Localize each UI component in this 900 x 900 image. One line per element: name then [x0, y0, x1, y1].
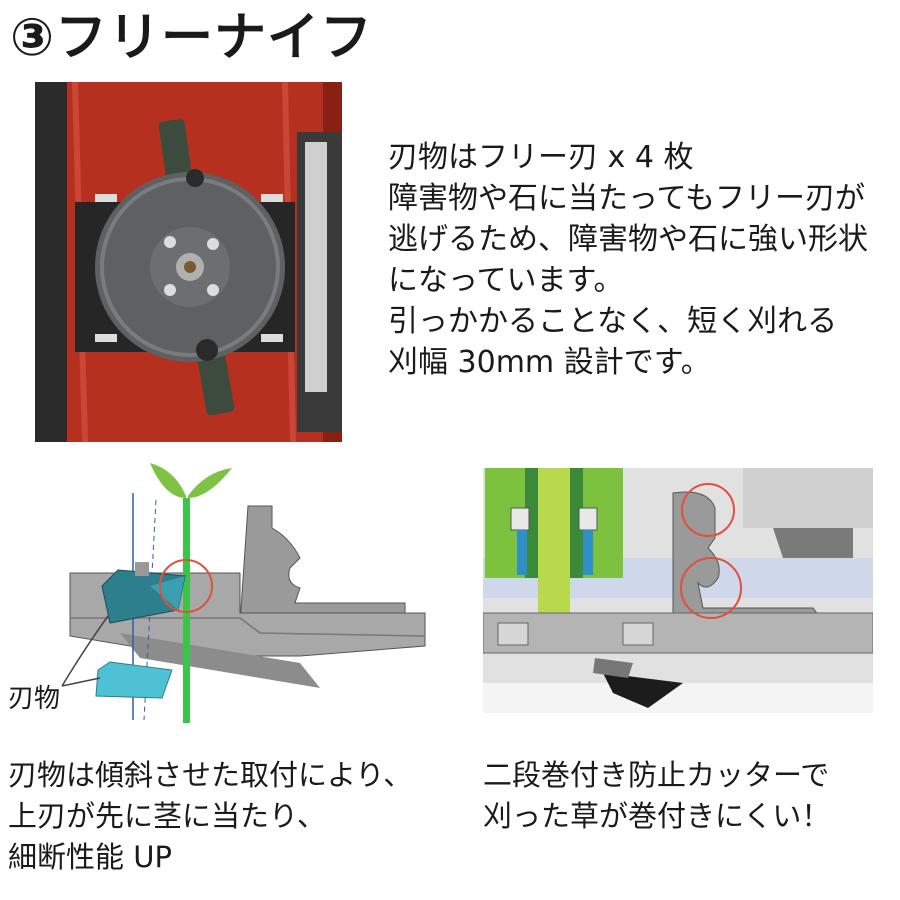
caption-line: 二段巻付き防止カッターで — [483, 758, 830, 792]
description-line: 障害物や石に当たってもフリー刃が — [388, 181, 865, 216]
description-line: になっています。 — [388, 263, 624, 298]
caption-line: 刈った草が巻付きにくい！ — [483, 799, 831, 833]
description-line: 逃げるため、障害物や石に強い形状 — [388, 222, 868, 257]
description-line: 刃物はフリー刃 x 4 枚 — [388, 140, 694, 175]
caption-line: 上刃が先に茎に当たり、 — [8, 799, 326, 833]
caption-line: 刃物は傾斜させた取付により、 — [8, 758, 413, 792]
description-line: 刈幅 30mm 設計です。 — [388, 345, 711, 380]
description-text: 刃物はフリー刃 x 4 枚 障害物や石に当たってもフリー刃が 逃げるため、障害物… — [388, 137, 868, 383]
caption-left: 刃物は傾斜させた取付により、 上刃が先に茎に当たり、 細断性能 UP — [8, 755, 412, 878]
blade-disc-photo — [35, 82, 342, 442]
tilted-blade-diagram — [61, 463, 426, 723]
description-line: 引っかかることなく、短く刈れる — [388, 304, 838, 339]
caption-line: 細断性能 UP — [8, 840, 172, 874]
anti-wrap-cutter-diagram — [483, 468, 873, 713]
caption-right: 二段巻付き防止カッターで 刈った草が巻付きにくい！ — [483, 755, 830, 837]
section-title: ③フリーナイフ — [10, 8, 374, 68]
blade-label: 刃物 — [8, 684, 61, 714]
